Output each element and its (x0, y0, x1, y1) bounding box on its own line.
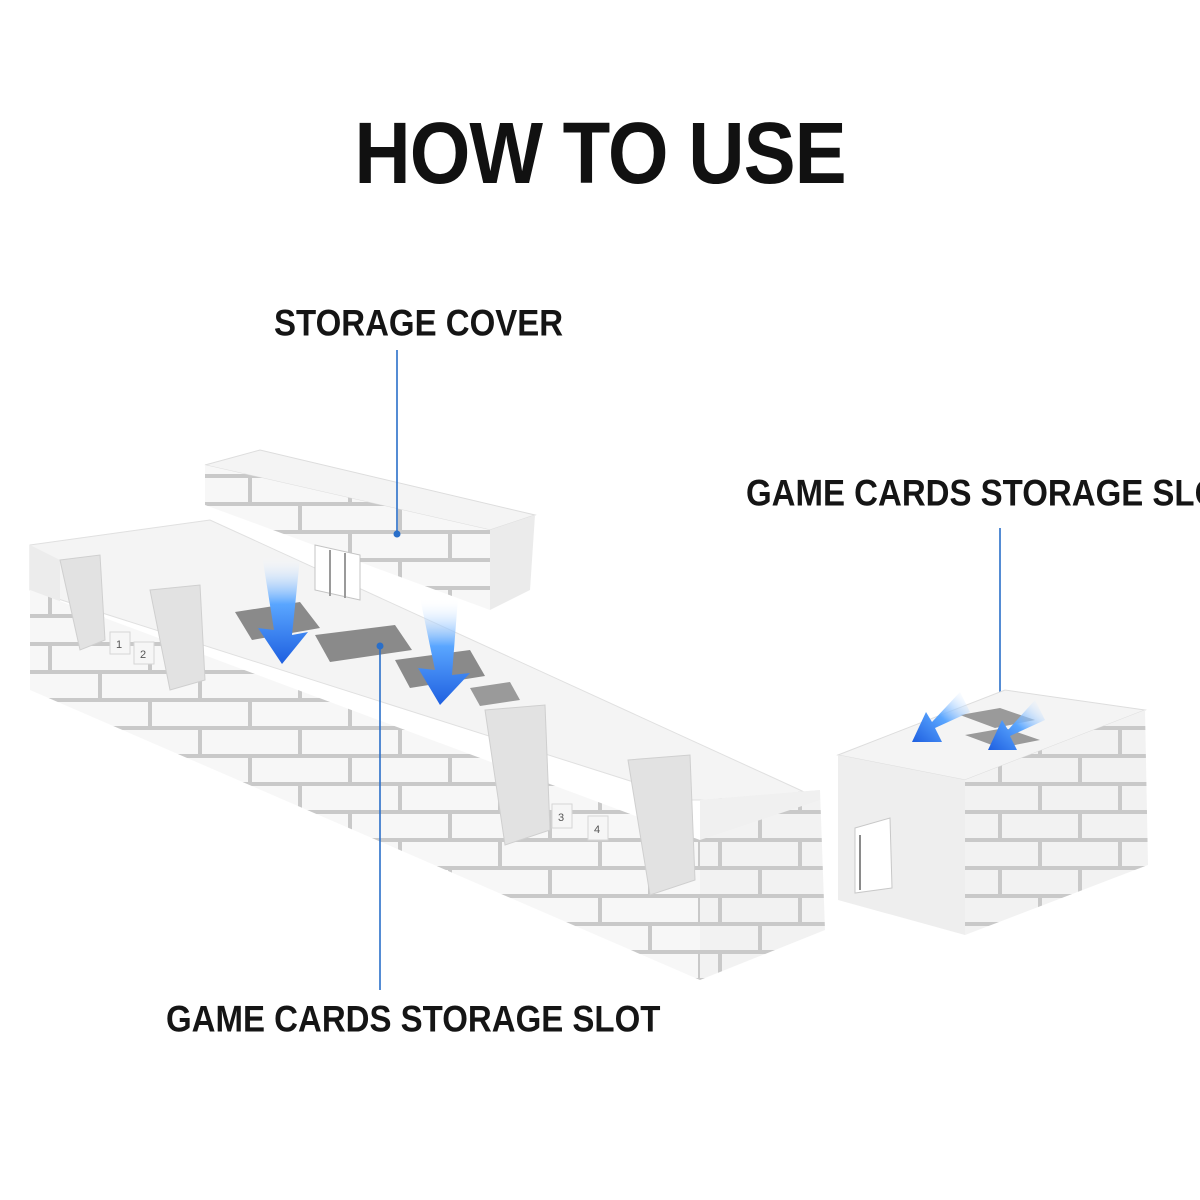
slot-number-2: 2 (140, 649, 146, 661)
leader-lines (376, 350, 1004, 990)
dock-base: 1 2 3 4 (29, 519, 825, 980)
slot-number-1: 1 (116, 639, 122, 651)
page-title: HOW TO USE (354, 103, 846, 203)
insert-arrow-side-icon (912, 692, 1045, 750)
game-cards-slot-label-right: GAME CARDS STORAGE SLOT (746, 471, 1200, 514)
slot-number-tags: 1 2 3 4 (109, 631, 609, 841)
slot-number-4: 4 (594, 824, 600, 836)
storage-cover (204, 449, 537, 610)
console-slot (59, 554, 696, 896)
insert-arrow-icon (258, 555, 470, 705)
storage-cover-label: STORAGE COVER (274, 301, 564, 344)
game-cards-slot-label-bottom: GAME CARDS STORAGE SLOT (166, 997, 661, 1040)
card-storage-block (836, 689, 1148, 935)
slot-number-3: 3 (558, 812, 564, 824)
